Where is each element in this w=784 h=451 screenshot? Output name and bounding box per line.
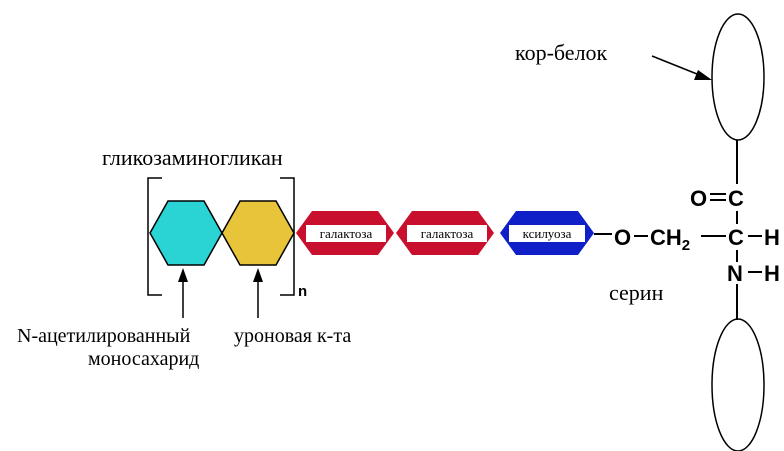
amide-hydrogen: H — [764, 261, 780, 286]
repeat-bracket-left — [147, 177, 162, 296]
alpha-hydrogen: H — [764, 225, 780, 250]
n-acetyl-label-line2: моносахарид — [88, 348, 199, 370]
carbonyl-oxygen: O — [690, 186, 707, 211]
alpha-carbon: C — [728, 225, 744, 250]
galactose-2-label-box — [407, 225, 487, 242]
galactose-2-label: галактоза — [421, 226, 474, 241]
uronic-acid-hexagon — [221, 200, 295, 266]
n-acetyl-arrow-head — [178, 268, 188, 282]
core-protein-label: кор-белок — [515, 40, 608, 65]
repeat-n-label: n — [298, 283, 307, 300]
galactose-1-label: галактоза — [320, 226, 373, 241]
core-protein-oval-top — [711, 13, 765, 141]
core-protein-arrow-line — [651, 55, 703, 77]
amide-nitrogen: N — [727, 261, 743, 286]
galactose-1-label-box — [306, 225, 386, 242]
uronic-acid-label: уроновая к-та — [234, 325, 351, 347]
xylose-label-box — [509, 225, 585, 242]
n-acetyl-monosaccharide-hexagon — [149, 200, 223, 266]
n-acetyl-label-line1: N-ацетилированный — [17, 325, 191, 347]
gag-title: гликозаминогликан — [102, 145, 283, 170]
repeat-bracket-right — [280, 177, 295, 296]
uronic-arrow-head — [253, 268, 263, 282]
serine-label: серин — [609, 280, 664, 305]
ch2-group: CH2 — [650, 225, 690, 254]
xylose-label: ксилуоза — [523, 226, 572, 241]
core-protein-oval-bottom — [711, 318, 765, 451]
carbonyl-carbon: C — [728, 186, 744, 211]
core-protein-arrow-head — [694, 70, 712, 80]
o-link-atom: O — [614, 225, 631, 250]
